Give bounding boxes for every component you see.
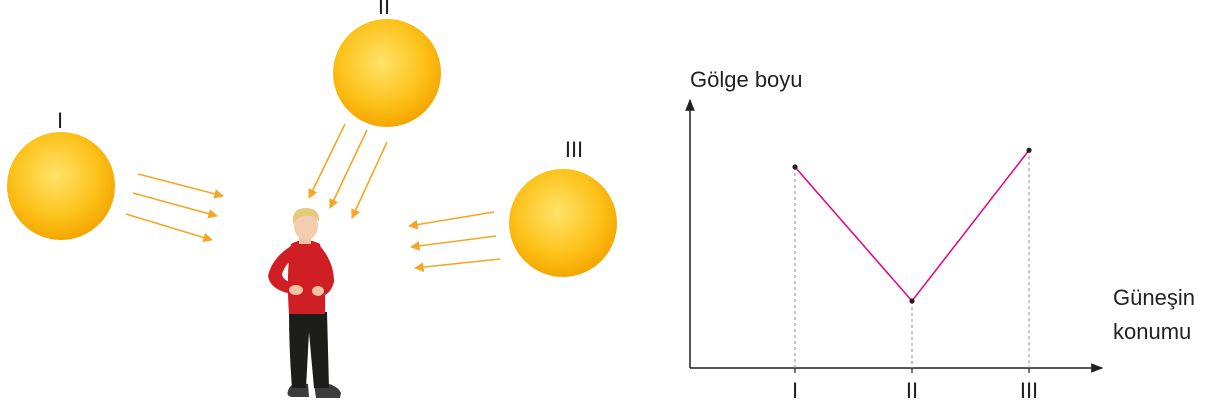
x-axis-label-line2: konumu bbox=[1113, 319, 1191, 344]
x-tick-label-1: I bbox=[792, 378, 798, 403]
sun-1-label: I bbox=[57, 108, 63, 133]
x-axis-label-line1: Güneşin bbox=[1113, 285, 1195, 310]
data-point-2 bbox=[909, 298, 915, 304]
ray-arrow bbox=[125, 213, 213, 243]
face bbox=[294, 212, 318, 240]
shirt bbox=[287, 240, 326, 314]
child-figure bbox=[268, 208, 341, 398]
data-points bbox=[792, 147, 1032, 304]
guide-lines bbox=[794, 150, 1030, 368]
x-tick-label-2: II bbox=[906, 378, 918, 403]
sun-2-label: II bbox=[378, 0, 390, 19]
ray-arrow bbox=[410, 235, 497, 251]
ray-arrow bbox=[408, 211, 495, 230]
ray-arrow bbox=[308, 123, 346, 199]
sun-2-icon bbox=[333, 19, 441, 127]
data-point-1 bbox=[792, 164, 798, 170]
sun-3-label: III bbox=[565, 137, 583, 162]
y-axis-label: Gölge boyu bbox=[690, 67, 803, 92]
sun-2-rays bbox=[308, 123, 388, 219]
sun-1-icon bbox=[7, 132, 115, 240]
sun-3-rays bbox=[408, 211, 501, 272]
x-tick-label-3: III bbox=[1020, 378, 1038, 403]
ray-arrow bbox=[414, 258, 501, 272]
ray-arrow bbox=[351, 141, 388, 219]
data-point-3 bbox=[1026, 147, 1032, 153]
ray-arrow bbox=[132, 192, 218, 219]
left-hand bbox=[289, 285, 303, 295]
sun-3-icon bbox=[509, 169, 617, 277]
sun-1-rays bbox=[125, 173, 224, 243]
pants bbox=[289, 312, 329, 388]
ray-arrow bbox=[329, 129, 368, 209]
hair bbox=[292, 208, 320, 224]
shadow-length-series bbox=[794, 149, 1030, 303]
right-hand bbox=[312, 286, 324, 296]
sun-diagram: I II III bbox=[7, 0, 617, 398]
ray-arrow bbox=[137, 173, 224, 199]
